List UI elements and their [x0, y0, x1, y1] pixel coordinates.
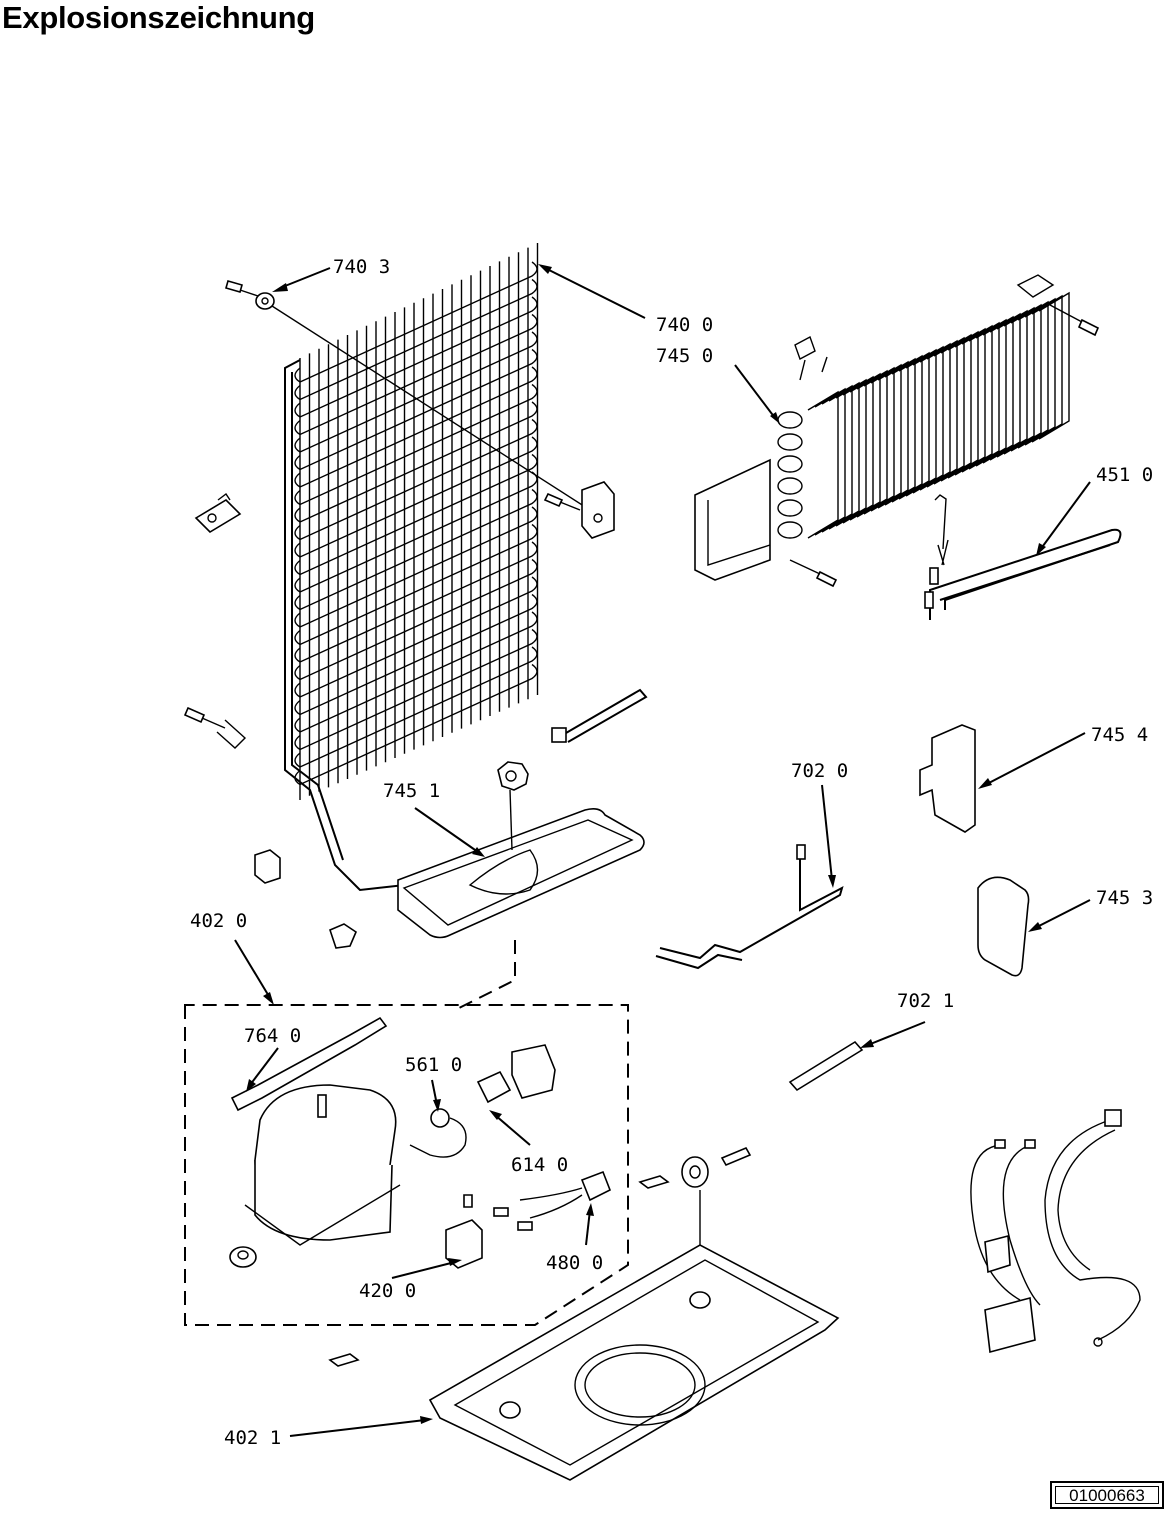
callout-740-3: 740 3 [333, 256, 390, 278]
clip-bracket-left [194, 492, 242, 534]
document-number: 01000663 [1055, 1486, 1159, 1505]
drip-tray-745-1 [397, 761, 645, 1011]
page-title: Explosionszeichnung [2, 0, 315, 35]
callout-402-1: 402 1 [224, 1427, 281, 1449]
callout-740-0: 740 0 [656, 314, 713, 336]
tube-702-1 [788, 1040, 864, 1092]
screw-lower-left [183, 706, 247, 749]
callout-702-1: 702 1 [897, 990, 954, 1012]
base-plate-402-1 [328, 1244, 840, 1481]
seal-745-4 [919, 724, 976, 833]
callout-745-4: 745 4 [1091, 724, 1148, 746]
screw-grommet-740-3 [225, 280, 591, 511]
compressor-group-402-0 [184, 1004, 629, 1326]
callout-745-3: 745 3 [1096, 887, 1153, 909]
callout-561-0: 561 0 [405, 1054, 462, 1076]
callout-480-0: 480 0 [546, 1252, 603, 1274]
callout-745-1: 745 1 [383, 780, 440, 802]
document-number-box: 01000663 [1050, 1481, 1164, 1509]
drain-pipe-702-0 [655, 844, 844, 970]
callout-702-0: 702 0 [791, 760, 848, 782]
callout-labels: 740 3 740 0 745 0 451 0 745 4 702 0 745 … [190, 256, 1153, 1449]
callout-614-0: 614 0 [511, 1154, 568, 1176]
callout-451-0: 451 0 [1096, 464, 1153, 486]
sensor-cable-plug [551, 688, 648, 743]
bracket-with-screw [543, 481, 615, 539]
defrost-heater-451-0 [924, 494, 1122, 620]
callout-402-0: 402 0 [190, 910, 247, 932]
wiring-harness [970, 1109, 1141, 1354]
seal-745-3 [977, 876, 1030, 977]
callout-745-0: 745 0 [656, 345, 713, 367]
callout-764-0: 764 0 [244, 1025, 301, 1047]
evaporator-745-0 [694, 274, 1100, 588]
callout-420-0: 420 0 [359, 1280, 416, 1302]
leader-lines [234, 264, 1091, 1437]
condenser-740-0 [284, 243, 539, 892]
clamp-lower [254, 849, 357, 949]
